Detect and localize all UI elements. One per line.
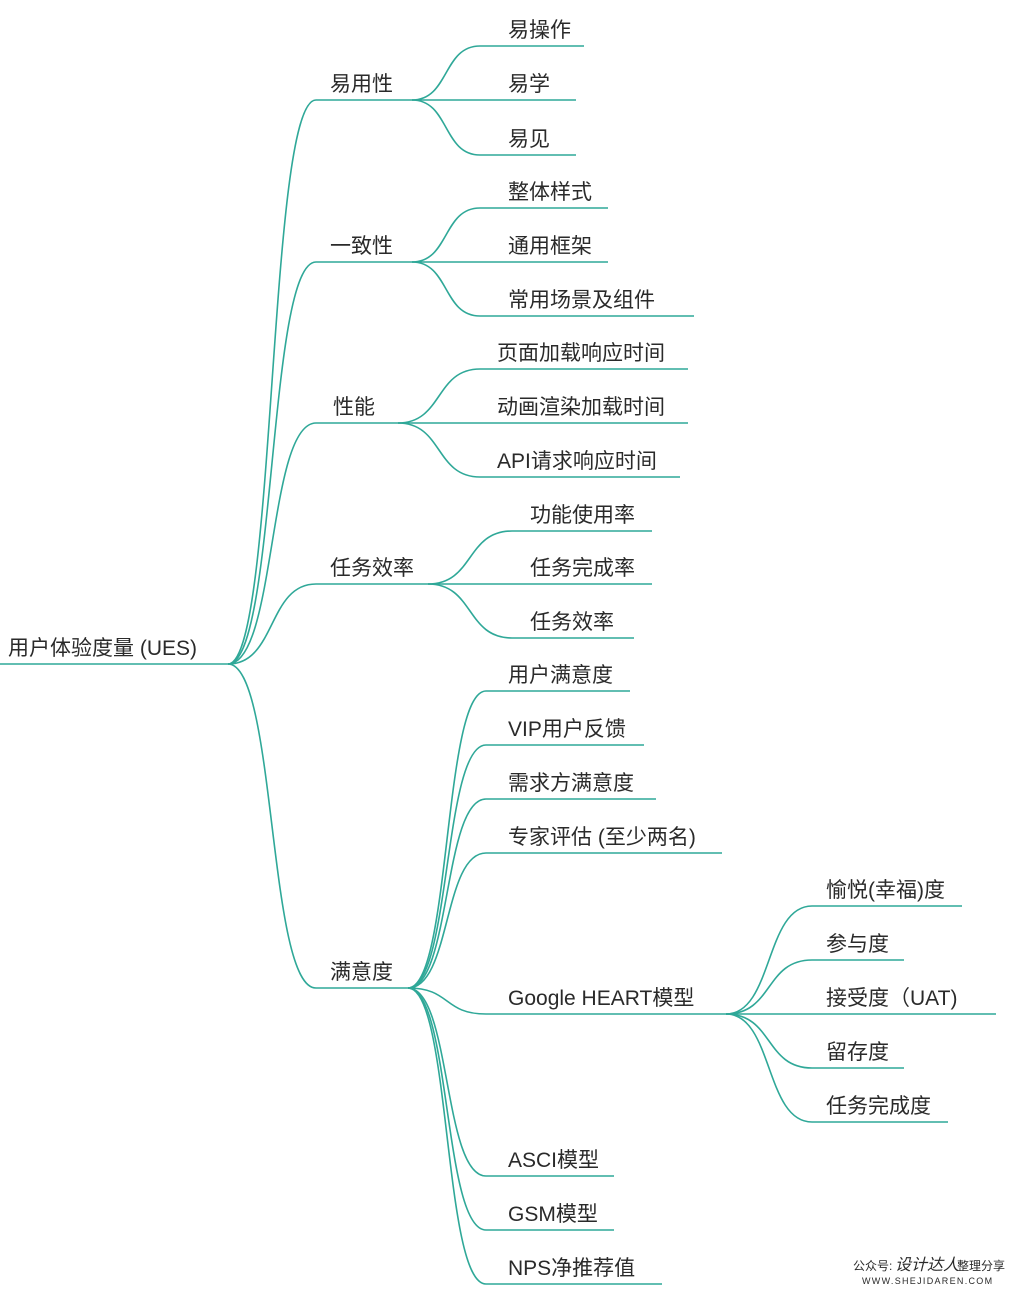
heart-child-label-3: 留存度 [826, 1041, 889, 1064]
child-label-4-3: 专家评估 (至少两名) [508, 826, 696, 849]
heart-child-label-2: 接受度（UAT) [826, 987, 957, 1010]
child-label-3-1: 任务完成率 [530, 557, 635, 580]
edge-branch-0-child-2 [411, 99, 481, 156]
heart-child-label-0: 愉悦(幸福)度 [826, 879, 945, 902]
child-label-4-6: GSM模型 [508, 1203, 598, 1226]
edge-branch-3-child-2 [427, 583, 513, 639]
branch-label-0: 易用性 [330, 73, 393, 96]
child-label-4-5: ASCI模型 [508, 1149, 599, 1172]
edge-heart-child-0 [725, 905, 813, 1015]
child-label-4-7: NPS净推荐值 [508, 1257, 635, 1280]
edge-heart-child-4 [725, 1013, 813, 1123]
edge-root-branch-0 [227, 99, 317, 665]
child-label-0-0: 易操作 [508, 19, 571, 42]
root-label: 用户体验度量 (UES) [8, 637, 197, 660]
child-label-1-1: 通用框架 [508, 235, 592, 258]
node-underlines [0, 45, 996, 1285]
branch-label-4: 满意度 [330, 961, 393, 984]
watermark-suffix: 整理分享 [957, 1258, 1005, 1273]
edge-branch-1-child-2 [411, 261, 481, 317]
edge-root-branch-4 [227, 663, 317, 989]
edge-heart-child-1 [725, 959, 813, 1015]
child-label-0-1: 易学 [508, 73, 550, 96]
child-label-4-2: 需求方满意度 [508, 772, 634, 795]
watermark-prefix: 公众号: [853, 1259, 892, 1273]
edge-branch-4-child-2 [407, 798, 487, 989]
watermark-site: WWW.SHEJIDAREN.COM [862, 1276, 993, 1286]
edge-root-branch-3 [227, 583, 317, 665]
connector-lines [227, 45, 813, 1285]
branch-label-3: 任务效率 [330, 557, 414, 580]
edge-branch-4-child-0 [407, 690, 487, 989]
watermark-name: 设计达人 [895, 1256, 959, 1274]
child-label-2-2: API请求响应时间 [497, 450, 657, 473]
child-label-4-1: VIP用户反馈 [508, 718, 626, 741]
edge-branch-2-child-0 [397, 368, 481, 424]
edge-branch-4-child-7 [407, 987, 487, 1285]
edge-branch-4-child-5 [407, 987, 487, 1177]
edge-heart-child-3 [725, 1013, 813, 1069]
watermark: 公众号: 设计达人 整理分享 WWW.SHEJIDAREN.COM [853, 1256, 1005, 1286]
edge-root-branch-2 [227, 422, 317, 665]
child-label-3-2: 任务效率 [530, 611, 614, 634]
edge-branch-4-child-6 [407, 987, 487, 1231]
branch-label-1: 一致性 [330, 235, 393, 258]
edge-branch-1-child-0 [411, 207, 481, 263]
child-label-4-4: Google HEART模型 [508, 987, 694, 1010]
heart-child-label-1: 参与度 [826, 933, 889, 956]
child-label-2-0: 页面加载响应时间 [497, 342, 665, 365]
edge-branch-4-child-4 [407, 987, 487, 1015]
child-label-1-0: 整体样式 [508, 181, 592, 204]
child-label-1-2: 常用场景及组件 [508, 289, 655, 312]
edge-root-branch-1 [227, 261, 317, 665]
edge-branch-4-child-3 [407, 852, 487, 989]
child-label-4-0: 用户满意度 [508, 664, 613, 687]
child-label-2-1: 动画渲染加载时间 [497, 396, 665, 419]
edge-branch-3-child-0 [427, 530, 513, 585]
edge-branch-0-child-0 [411, 45, 481, 101]
child-label-3-0: 功能使用率 [530, 504, 635, 527]
heart-child-label-4: 任务完成度 [826, 1095, 931, 1118]
branch-label-2: 性能 [333, 396, 375, 419]
edge-branch-4-child-1 [407, 744, 487, 989]
edge-branch-2-child-2 [397, 422, 481, 478]
child-label-0-2: 易见 [508, 128, 550, 151]
